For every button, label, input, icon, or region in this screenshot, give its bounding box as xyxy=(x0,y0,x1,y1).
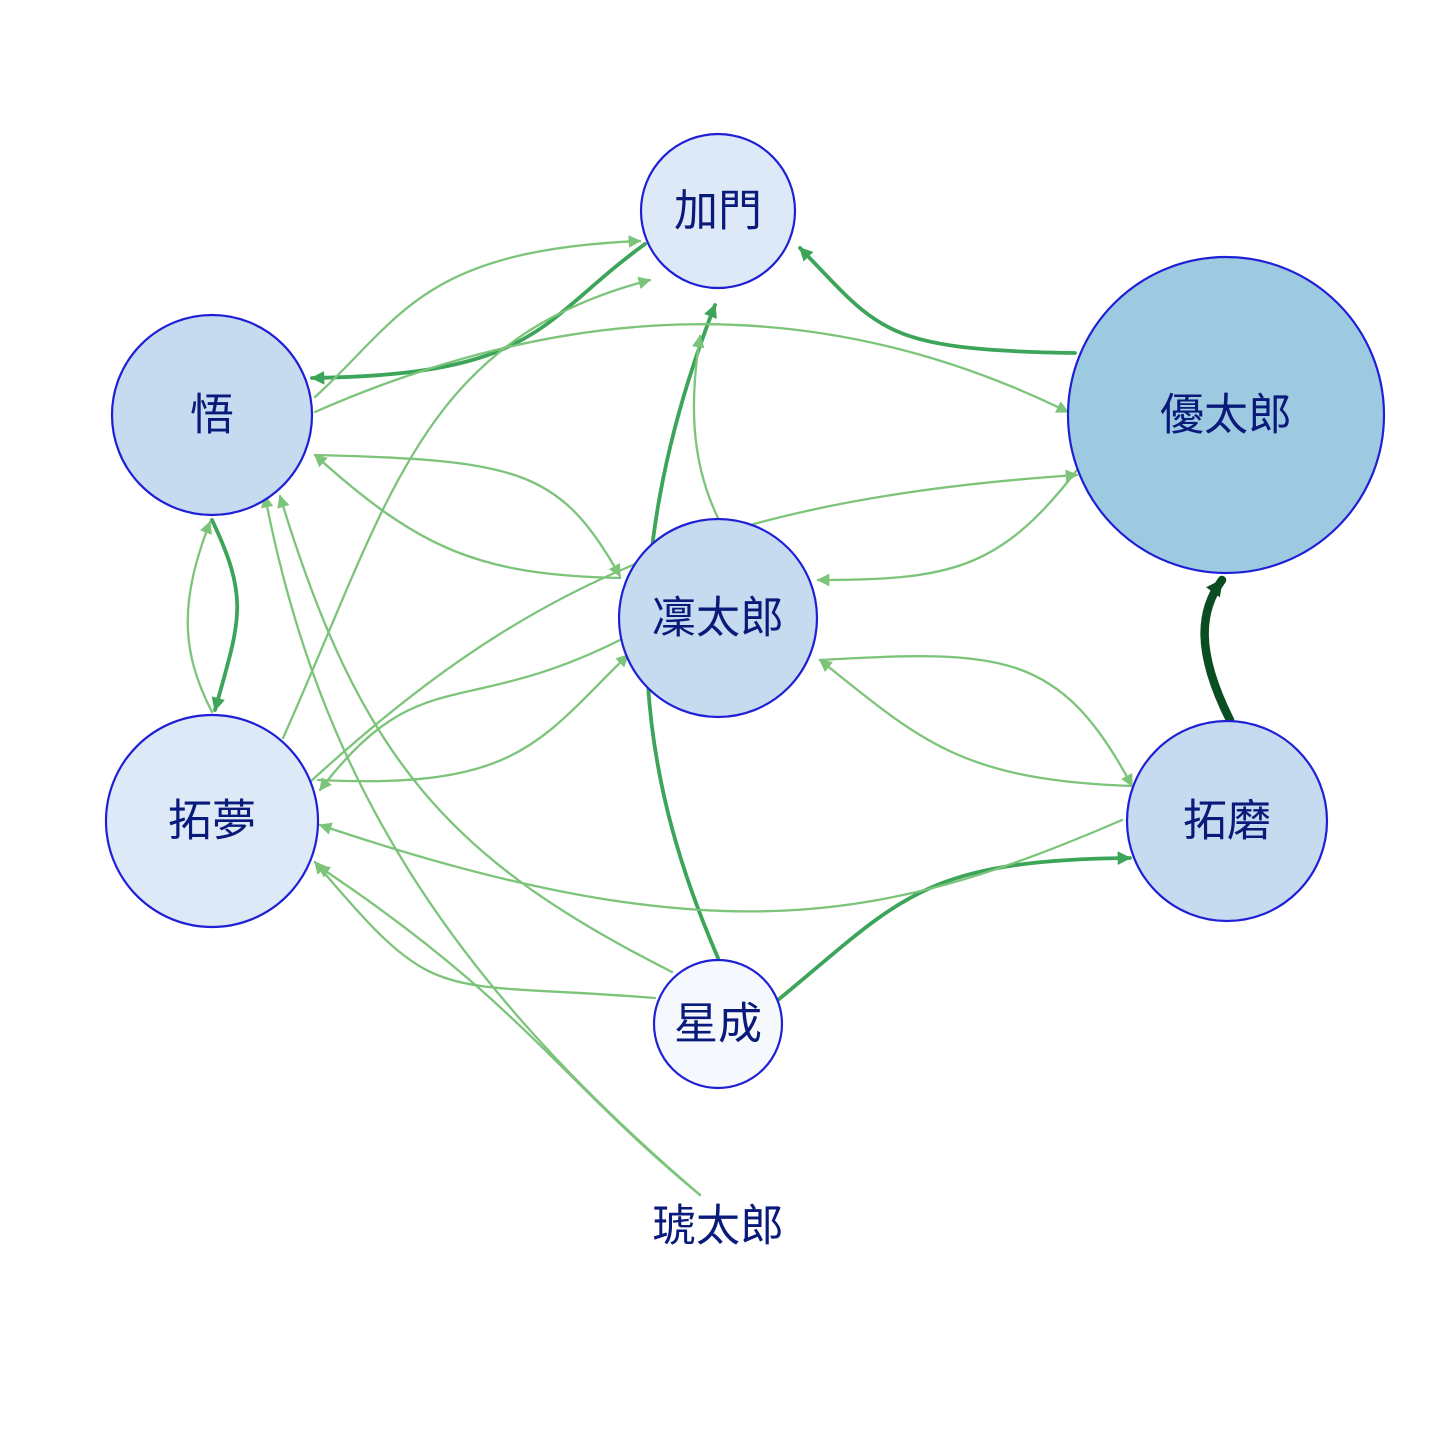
node-yutaro: 優太郎 xyxy=(1066,255,1386,575)
edge-rintaro-to-satoru xyxy=(313,453,622,580)
node-satoru: 悟 xyxy=(110,313,314,517)
edge-takumu-to-rintaro xyxy=(316,653,630,783)
node-circle-kamon xyxy=(639,132,797,290)
edge-yutaro-to-kamon xyxy=(798,246,1077,355)
node-circle-takumu xyxy=(104,713,320,929)
edge-satoru-to-rintaro xyxy=(313,453,622,578)
node-label-takuma: 拓磨 xyxy=(1183,796,1271,847)
edge-kamon-to-satoru xyxy=(310,242,647,385)
node-kotaro: 琥太郎 xyxy=(652,1201,784,1252)
edge-kotaro-to-takumu xyxy=(316,864,702,1197)
node-circle-takuma xyxy=(1125,719,1329,923)
node-label-yutaro: 優太郎 xyxy=(1160,390,1292,441)
edge-seisei-to-takuma xyxy=(776,851,1132,1002)
edge-takumu-to-satoru xyxy=(186,520,214,714)
node-rintaro: 凜太郎 xyxy=(617,517,819,719)
edge-satoru-to-takumu xyxy=(210,518,240,712)
edge-takuma-to-yutaro xyxy=(1200,575,1235,725)
edge-seisei-to-satoru xyxy=(277,494,674,974)
node-circle-satoru xyxy=(110,313,314,517)
node-seisei: 星成 xyxy=(652,958,784,1090)
edges-layer xyxy=(186,235,1235,1197)
node-circle-yutaro xyxy=(1066,255,1386,575)
node-takuma: 拓磨 xyxy=(1125,719,1329,923)
edge-satoru-to-kamon xyxy=(313,235,642,399)
node-kamon: 加門 xyxy=(639,132,797,290)
node-takumu: 拓夢 xyxy=(104,713,320,929)
node-circle-seisei xyxy=(652,958,784,1090)
node-circle-rintaro xyxy=(617,517,819,719)
node-label-kotaro: 琥太郎 xyxy=(652,1201,784,1252)
edge-rintaro-to-kamon xyxy=(691,334,720,520)
edge-yutaro-to-rintaro xyxy=(816,468,1079,587)
edge-satoru-to-yutaro xyxy=(313,323,1070,414)
edge-takuma-to-rintaro xyxy=(818,658,1134,788)
edge-rintaro-to-takumu xyxy=(318,638,622,792)
node-label-rintaro: 凜太郎 xyxy=(652,593,784,644)
node-label-kamon: 加門 xyxy=(674,186,762,237)
node-label-takumu: 拓夢 xyxy=(168,796,256,847)
edge-takumu-to-kamon xyxy=(281,276,652,740)
edge-takuma-to-takumu xyxy=(318,818,1124,913)
edge-rintaro-to-takuma xyxy=(818,655,1134,788)
edge-seisei-to-takumu xyxy=(313,860,657,1000)
node-label-satoru: 悟 xyxy=(190,390,234,441)
node-label-seisei: 星成 xyxy=(674,999,762,1050)
edge-takumu-to-yutaro xyxy=(308,469,1079,784)
